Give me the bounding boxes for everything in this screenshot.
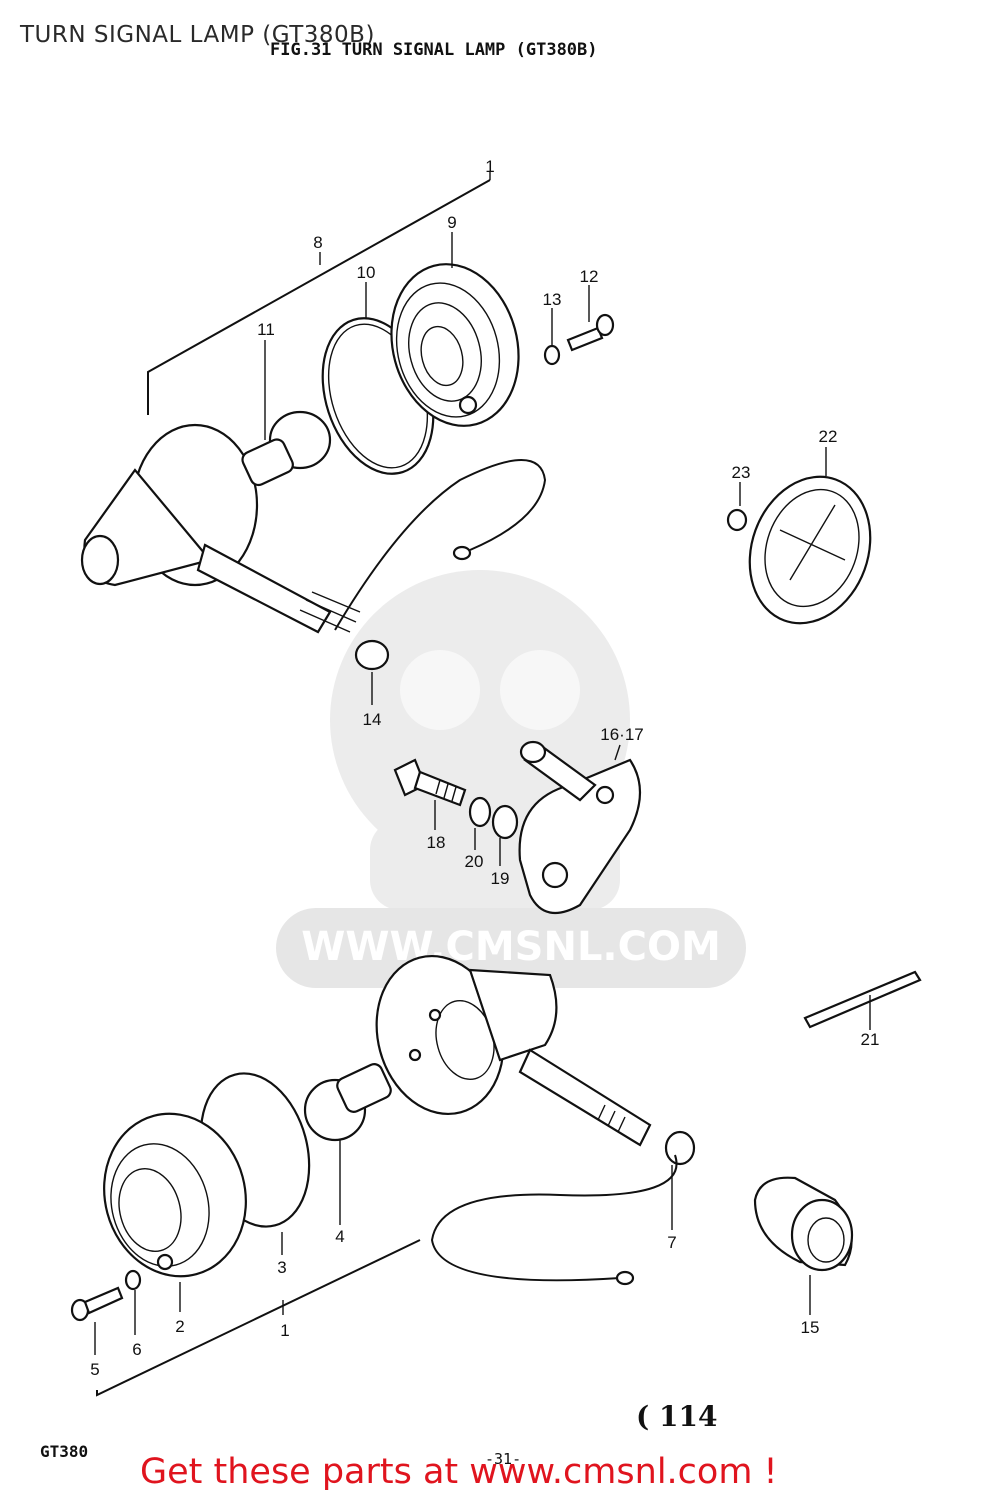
page-title: TURN SIGNAL LAMP (GT380B) [20,22,375,48]
callout-12: 12 [580,267,599,286]
callout-14: 14 [363,710,382,729]
tube-21 [803,970,922,1029]
lower-bulb [303,1063,392,1142]
callout-19: 19 [491,869,510,888]
figure-title: FIG.31 TURN SIGNAL LAMP (GT380B) [270,40,598,60]
callout-18: 18 [427,833,446,852]
callout-9: 9 [447,213,456,232]
lower-nut-7 [664,1130,696,1166]
washer-19 [491,804,519,840]
watermark-text: WWW.CMSNL.COM [301,924,721,970]
callout-6: 6 [132,1340,141,1359]
upper-nut-14 [354,639,390,671]
callout-23: 23 [732,463,751,482]
bolt-18 [393,758,467,807]
upper-bulb [241,410,332,487]
callout-22: 22 [819,427,838,446]
callout-1-bottom: 1 [280,1321,289,1340]
watermark-banner [276,908,746,988]
lower-wire [430,1154,678,1282]
callout-1-top: 1 [485,157,494,176]
upper-lamp-housing [80,423,361,634]
lower-lamp-housing [375,954,652,1147]
callout-4: 4 [335,1227,344,1246]
lower-washer-6 [124,1269,142,1291]
callout-2: 2 [175,1317,184,1336]
page-reference: ( 114 [636,1400,718,1433]
callout-13: 13 [543,290,562,309]
cover-15 [753,1176,854,1272]
watermark: WWW.CMSNL.COM [276,570,746,988]
callout-16-17: 16·17 [600,725,643,744]
upper-washer-13 [543,344,561,366]
callout-5: 5 [90,1360,99,1379]
model-label: GT380 [40,1442,89,1461]
mounting-bracket-16-17 [518,740,641,915]
callout-7: 7 [667,1233,676,1252]
callout-8: 8 [313,233,322,252]
leader-16-17 [614,744,621,761]
upper-wire [334,459,547,631]
callout-15: 15 [801,1318,820,1337]
lower-screw-5 [70,1286,124,1322]
callout-20: 20 [465,852,484,871]
washer-23 [726,508,748,532]
callout-21: 21 [861,1030,880,1049]
upper-lens [390,263,520,427]
callout-10: 10 [357,263,376,282]
callout-3: 3 [277,1258,286,1277]
parts-link-banner[interactable]: Get these parts at www.cmsnl.com ! [140,1452,778,1492]
reflector-22 [748,475,872,625]
upper-screw-12 [566,313,615,352]
bracket-1-bottom [96,1239,421,1397]
page-number: -31- [485,1450,522,1468]
callout-11: 11 [257,320,275,339]
bracket-1-top [147,179,491,415]
lower-lens [103,1112,247,1278]
washer-20 [468,796,492,828]
